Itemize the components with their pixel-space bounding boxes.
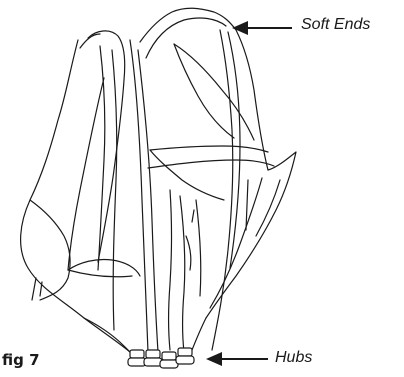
left-fabric-fold — [30, 200, 70, 300]
right-strap — [212, 30, 233, 350]
soft-ends-label: Soft Ends — [301, 16, 370, 34]
right-side-panel — [206, 152, 296, 318]
middle-canopy — [150, 146, 268, 152]
hub-1 — [128, 350, 146, 366]
hubs-label: Hubs — [275, 349, 312, 367]
center-pole — [130, 40, 148, 352]
hub-4 — [176, 348, 194, 364]
hub-2 — [144, 350, 162, 366]
soft-ends-arrow — [232, 21, 292, 35]
hub-3 — [160, 352, 178, 368]
left-tall-fold — [88, 31, 125, 262]
figure-number: fig 7 — [2, 351, 40, 369]
hubs-arrow — [206, 352, 268, 366]
